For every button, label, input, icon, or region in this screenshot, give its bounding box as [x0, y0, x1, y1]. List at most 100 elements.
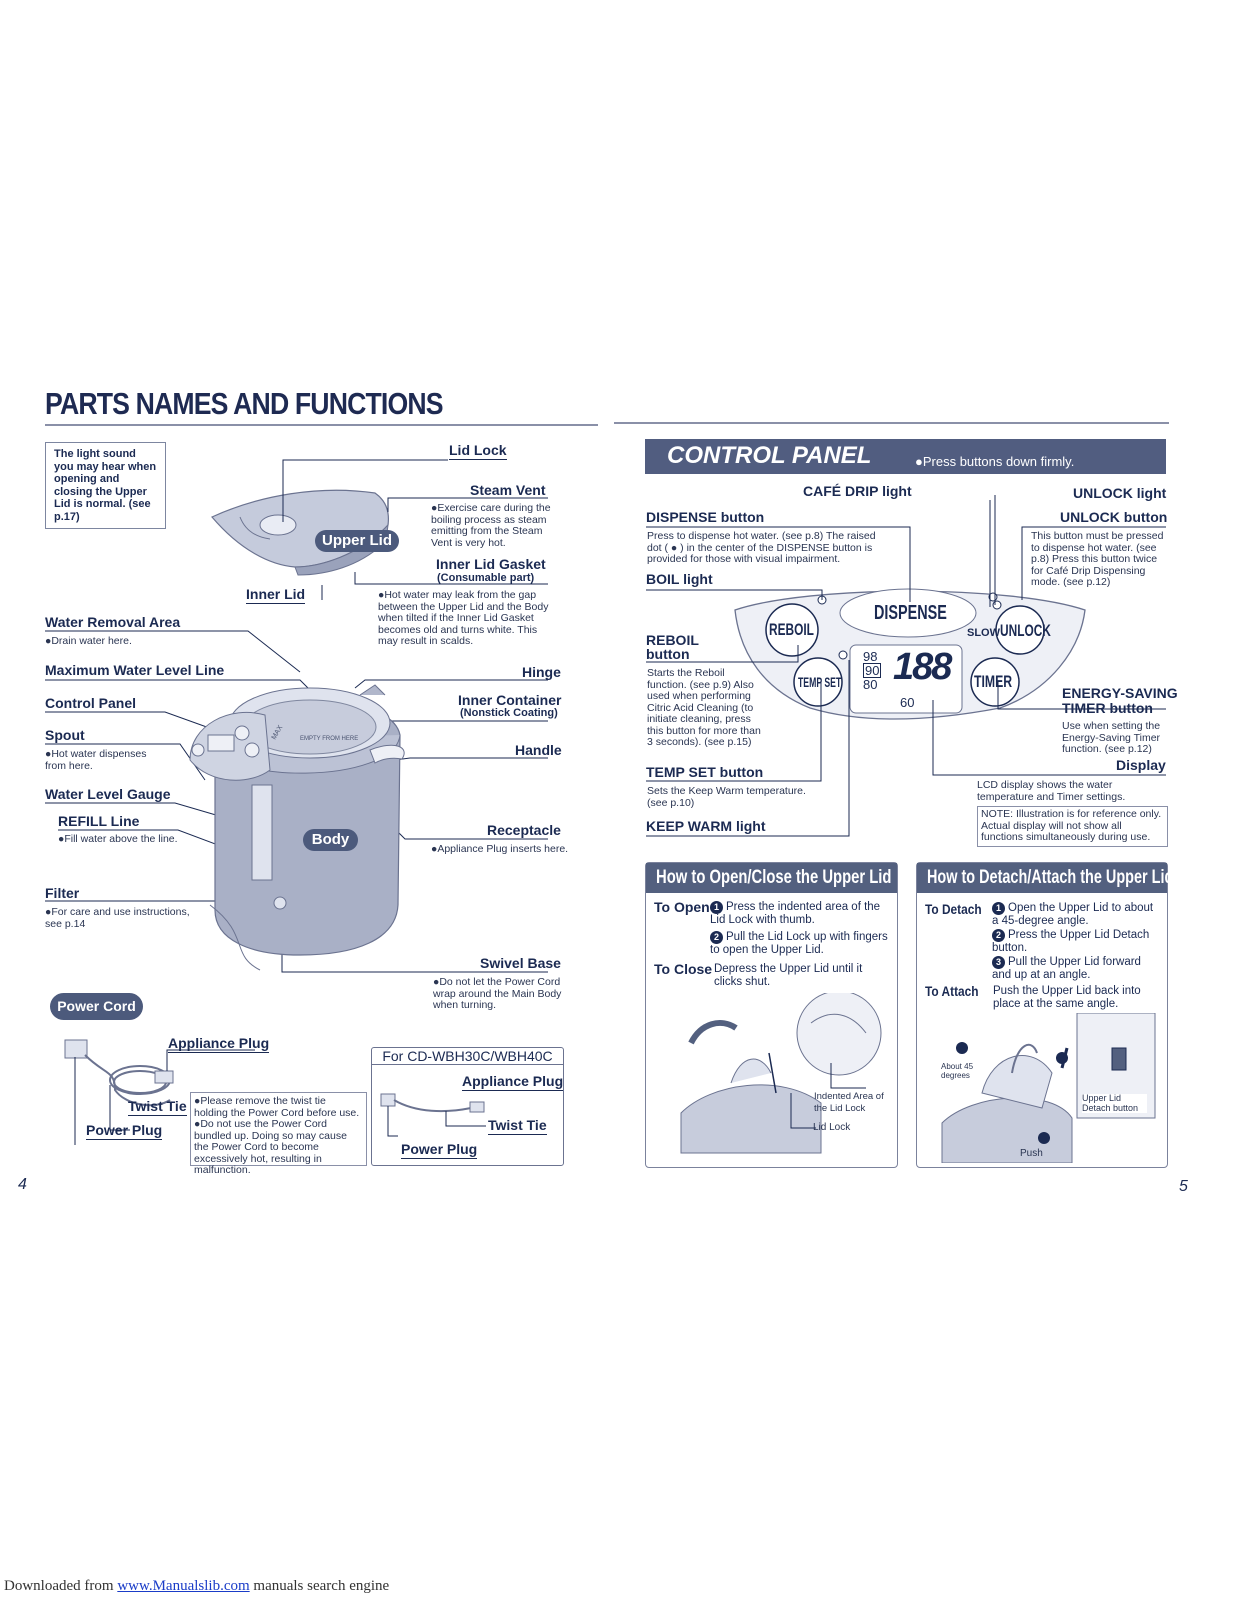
- detach-attach-title-text: How to Detach/Attach the Upper Lid: [927, 867, 1174, 888]
- power-cord-note-1: ●Please remove the twist tie holding the…: [194, 1095, 360, 1119]
- about-45-note: About 45 degrees: [941, 1062, 974, 1080]
- nonstick-label: (Nonstick Coating): [460, 707, 558, 719]
- temp-98: 98: [863, 649, 878, 664]
- indented-area-note: Indented Area of the Lid Lock: [814, 1091, 884, 1114]
- temp-80: 80: [863, 677, 878, 692]
- detach-attach-title: How to Detach/Attach the Upper Lid: [917, 863, 1173, 893]
- dispense-button-label: DISPENSE button: [646, 509, 765, 525]
- cafe-drip-light-label: CAFÉ DRIP light: [803, 483, 912, 499]
- display-note: LCD display shows the water temperature …: [977, 779, 1126, 803]
- unlock-button-label: UNLOCK button: [1060, 509, 1168, 525]
- water-removal-area-label: Water Removal Area: [45, 614, 181, 630]
- detach-button-note: Upper Lid Detach button: [1082, 1093, 1147, 1113]
- detach-step-2-text: Press the Upper Lid Detach button.: [992, 929, 1150, 954]
- temp-presets: 98 90 80: [863, 649, 882, 692]
- light-sound-note: The light sound you may hear when openin…: [45, 442, 166, 529]
- reboil-label-1: REBOIL: [646, 632, 699, 648]
- swivel-base-label: Swivel Base: [480, 955, 561, 971]
- handle-label: Handle: [515, 742, 562, 758]
- alt-model-title: For CD-WBH30C/WBH40C: [372, 1048, 563, 1065]
- illustration-note: NOTE: Illustration is for reference only…: [977, 806, 1168, 847]
- alt-appliance-plug-label: Appliance Plug: [462, 1073, 564, 1091]
- water-level-gauge-label: Water Level Gauge: [45, 786, 171, 802]
- steam-vent-note: ●Exercise care during the boiling proces…: [431, 502, 551, 549]
- open-close-section: How to Open/Close the Upper Lid To Open …: [645, 862, 898, 1168]
- page-number-left: 4: [18, 1176, 27, 1193]
- unlock-note: This button must be pressed to dispense …: [1031, 530, 1164, 588]
- max-water-level-label: Maximum Water Level Line: [45, 662, 225, 678]
- open-step-1-text: Press the indented area of the Lid Lock …: [710, 901, 881, 926]
- banner-title: CONTROL PANEL: [667, 442, 872, 469]
- dispense-note: Press to dispense hot water. (see p.8) T…: [647, 530, 876, 565]
- lid-lock-label: Lid Lock: [449, 442, 507, 460]
- boil-light-label: BOIL light: [646, 571, 713, 587]
- power-cord-illustration: [64, 1039, 255, 1145]
- power-cord-pill: Power Cord: [50, 993, 143, 1020]
- open-close-title-text: How to Open/Close the Upper Lid: [656, 867, 892, 888]
- swivel-note: ●Do not let the Power Cord wrap around t…: [433, 976, 562, 1011]
- banner-note: ●Press buttons down firmly.: [915, 454, 1075, 469]
- dispense-button[interactable]: DISPENSE: [874, 602, 947, 624]
- lcd-timer-value: 60: [900, 695, 915, 710]
- reboil-button[interactable]: REBOIL: [769, 620, 814, 639]
- footer-suffix: manuals search engine: [249, 1578, 390, 1594]
- inner-container-label: Inner Container: [458, 692, 562, 708]
- filter-note: ●For care and use instructions, see p.14: [45, 906, 190, 930]
- to-attach-label: To Attach: [925, 983, 979, 999]
- timer-button[interactable]: TIMER: [974, 672, 1013, 691]
- twist-tie-label: Twist Tie: [128, 1098, 187, 1116]
- manualslib-link[interactable]: www.Manualslib.com: [117, 1578, 250, 1594]
- inner-lid-label: Inner Lid: [246, 586, 306, 604]
- right-title-rule: [614, 422, 1169, 424]
- gasket-note: ●Hot water may leak from the gap between…: [378, 589, 549, 647]
- receptacle-note: ●Appliance Plug inserts here.: [431, 843, 569, 855]
- temp-set-note: Sets the Keep Warm temperature. (see p.1…: [647, 785, 806, 809]
- slow-text: SLOW: [967, 627, 1000, 639]
- power-plug-label: Power Plug: [86, 1122, 163, 1140]
- control-panel-label: Control Panel: [45, 695, 137, 711]
- close-text: Depress the Upper Lid until it clicks sh…: [714, 963, 863, 988]
- alt-model-box: For CD-WBH30C/WBH40C Appliance Plug Twis…: [371, 1047, 564, 1166]
- reboil-note: Starts the Reboil function. (see p.9) Al…: [647, 667, 761, 748]
- power-cord-notes-box: ●Please remove the twist tie holding the…: [190, 1092, 367, 1176]
- detach-attach-section: How to Detach/Attach the Upper Lid To De…: [916, 862, 1173, 1168]
- unlock-button[interactable]: UNLOCK: [1000, 621, 1051, 640]
- alt-twist-tie-label: Twist Tie: [488, 1117, 547, 1135]
- to-close-label: To Close: [654, 961, 713, 977]
- control-panel-banner: CONTROL PANEL ●Press buttons down firmly…: [645, 439, 1166, 474]
- upper-lid-illustration: [211, 489, 390, 576]
- open-close-title: How to Open/Close the Upper Lid: [646, 863, 897, 893]
- energy-note: Use when setting the Energy-Saving Timer…: [1062, 720, 1161, 755]
- empty-print: EMPTY FROM HERE: [300, 736, 358, 742]
- energy-saving-label-1: ENERGY-SAVING: [1062, 685, 1178, 701]
- temp-set-label: TEMP SET button: [646, 764, 764, 780]
- title-rule: [45, 424, 598, 426]
- filter-label: Filter: [45, 885, 80, 901]
- push-note: Push: [1020, 1148, 1043, 1159]
- page-title: PARTS NAMES AND FUNCTIONS: [45, 386, 444, 421]
- detach-attach-illustration: [941, 1013, 1156, 1163]
- body-pill: Body: [303, 829, 358, 851]
- spout-label: Spout: [45, 727, 85, 743]
- energy-saving-label-2: TIMER button: [1062, 700, 1153, 716]
- alt-cord-illustration: [380, 1093, 486, 1137]
- temp-set-button[interactable]: TEMP SET: [798, 674, 842, 690]
- consumable-part-label: (Consumable part): [437, 572, 535, 584]
- footer-prefix: Downloaded from: [4, 1578, 118, 1594]
- lid-lock-note: Lid Lock: [813, 1122, 851, 1133]
- steam-vent-label: Steam Vent: [470, 482, 546, 498]
- upper-lid-pill: Upper Lid: [315, 530, 399, 552]
- keep-warm-light-label: KEEP WARM light: [646, 818, 766, 834]
- refill-note: ●Fill water above the line.: [58, 833, 178, 845]
- hinge-label: Hinge: [522, 664, 561, 680]
- open-close-illustration: [680, 993, 882, 1154]
- detach-step-1-text: Open the Upper Lid to about a 45-degree …: [992, 902, 1154, 927]
- spout-note: ●Hot water dispenses from here.: [45, 748, 147, 772]
- power-cord-note-2: ●Do not use the Power Cord bundled up. D…: [194, 1118, 347, 1176]
- pot-illustration: MAX EMPTY FROM HERE: [189, 684, 405, 971]
